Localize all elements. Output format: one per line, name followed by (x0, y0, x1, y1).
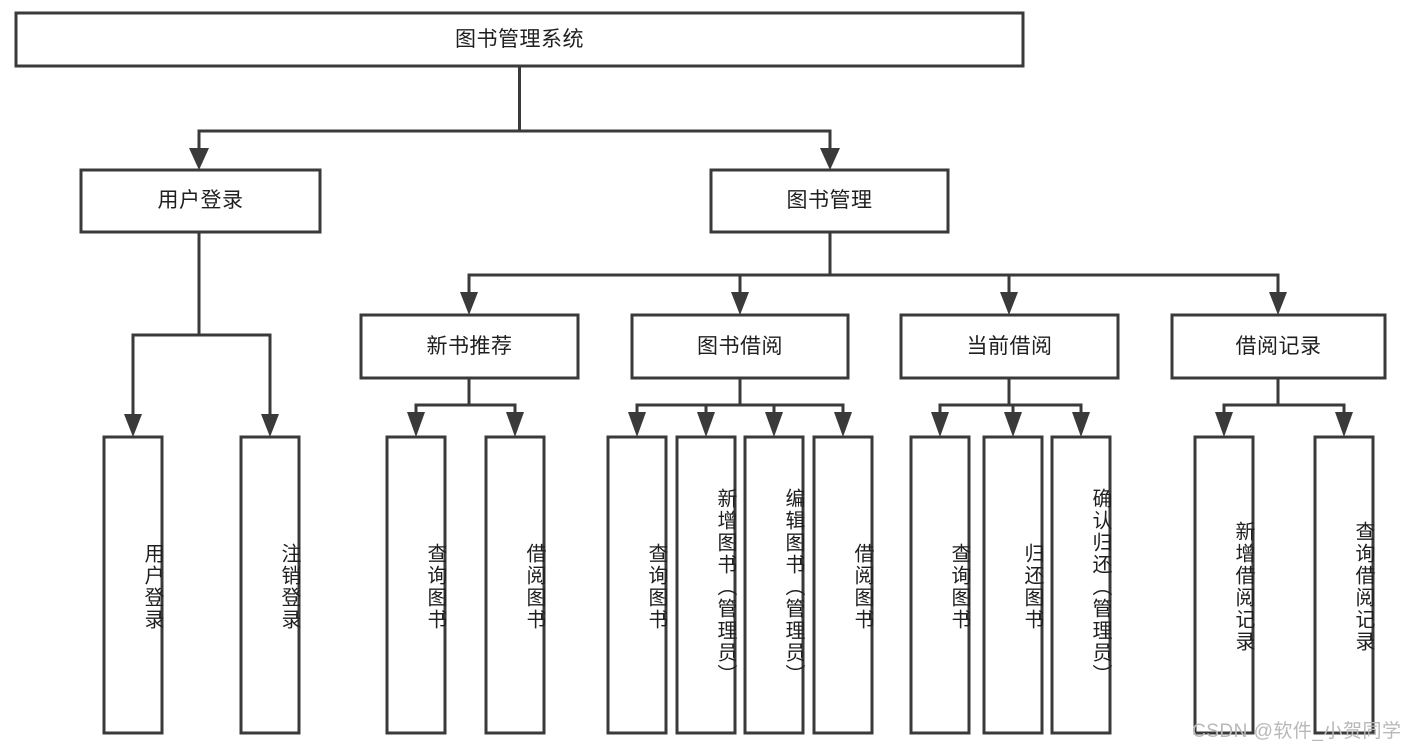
connector-group-book-borrow-children (628, 376, 852, 437)
csdn-watermark: CSDN @软件_小贺同学 (1192, 721, 1402, 742)
node-box-leaf-query-book-2[interactable] (606, 435, 668, 735)
node-rectangle-group (14, 11, 1387, 735)
node-box-leaf-confirm-return[interactable] (1050, 435, 1112, 735)
arrow-head-book-borrow (731, 292, 749, 315)
node-box-leaf-query-book-1[interactable] (385, 435, 447, 735)
connector-group-borrow-record-children (1215, 376, 1353, 437)
arrow-head-leaf-query-book-1 (407, 412, 425, 437)
node-box-leaf-borrow-book-1[interactable] (484, 435, 546, 735)
arrow-head-borrow-record (1269, 292, 1287, 315)
node-box-leaf-add-record[interactable] (1193, 435, 1255, 735)
arrow-head-leaf-user-login (124, 414, 142, 437)
arrow-head-leaf-confirm-return (1072, 412, 1090, 437)
node-box-leaf-query-record[interactable] (1313, 435, 1375, 735)
node-box-leaf-borrow-book-2[interactable] (812, 435, 874, 735)
arrow-head-user-login (189, 148, 209, 170)
arrow-head-leaf-add-record (1215, 412, 1233, 437)
arrow-head-leaf-query-record (1335, 412, 1353, 437)
arrow-head-leaf-logout (261, 414, 279, 437)
node-box-book-borrow[interactable] (630, 313, 850, 380)
connector-group-user-login-children (124, 230, 279, 437)
node-box-leaf-return-book[interactable] (982, 435, 1044, 735)
node-box-current-borrow[interactable] (899, 313, 1120, 380)
node-box-new-book-recommend[interactable] (359, 313, 580, 380)
node-box-borrow-record[interactable] (1170, 313, 1387, 380)
connector-group-root-to-level2 (189, 64, 840, 170)
node-box-leaf-logout[interactable] (239, 435, 301, 735)
node-box-leaf-query-book-3[interactable] (909, 435, 971, 735)
node-box-leaf-add-book[interactable] (675, 435, 737, 735)
node-box-root[interactable] (14, 11, 1025, 68)
arrow-head-leaf-borrow-book-2 (834, 412, 852, 437)
node-box-book-manage[interactable] (709, 168, 950, 234)
arrow-head-leaf-edit-book (765, 412, 783, 437)
node-box-leaf-edit-book[interactable] (743, 435, 805, 735)
connector-group-current-borrow-children (931, 376, 1090, 437)
node-box-user-login[interactable] (79, 168, 322, 234)
arrow-head-leaf-query-book-3 (931, 412, 949, 437)
arrow-head-current-borrow (1000, 292, 1018, 315)
connector-group-new-book-children (407, 376, 524, 437)
arrow-head-leaf-return-book (1004, 412, 1022, 437)
node-box-leaf-user-login[interactable] (102, 435, 164, 735)
connector-group-book-manage-children (460, 230, 1287, 315)
arrow-head-book-manage (820, 148, 840, 170)
arrow-head-leaf-borrow-book-1 (506, 412, 524, 437)
arrow-head-new-book-recommend (460, 292, 478, 315)
arrow-head-leaf-query-book-2 (628, 412, 646, 437)
arrow-head-leaf-add-book (697, 412, 715, 437)
